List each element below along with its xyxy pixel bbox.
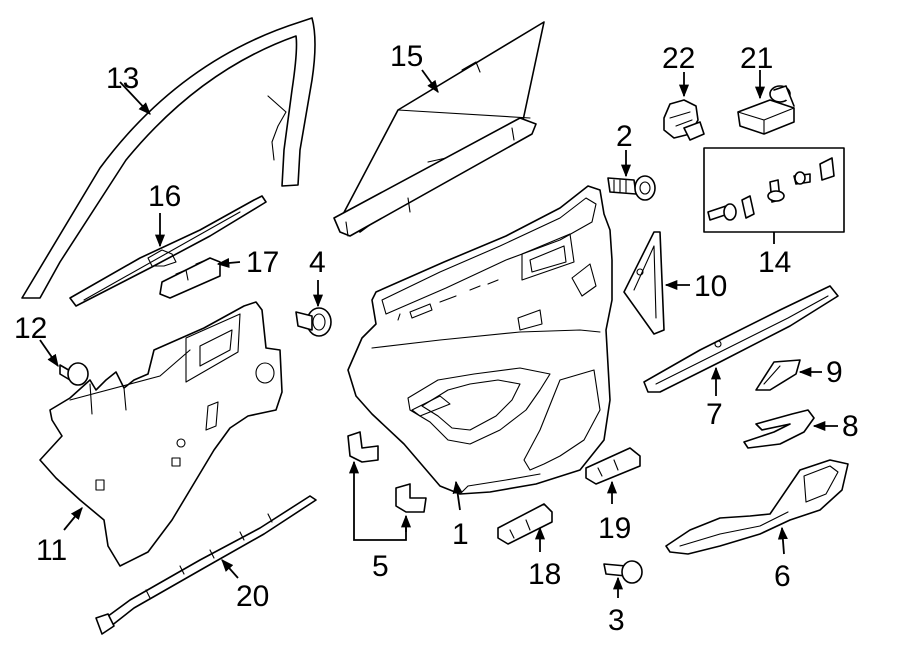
part-8-trim (743, 409, 815, 449)
callout-20: 20 (236, 580, 269, 613)
part-16-belt-strip (69, 195, 267, 307)
callout-13: 13 (106, 62, 139, 95)
callout-16: 16 (148, 180, 181, 213)
part-9-clip (755, 359, 801, 391)
part-6-armrest-handle (665, 459, 849, 555)
leader-1 (452, 480, 463, 511)
leader-15 (421, 69, 439, 94)
callout-10: 10 (694, 270, 727, 303)
callout-8: 8 (842, 410, 859, 443)
callout-15: 15 (390, 40, 423, 73)
part-7-trim-strip (643, 285, 839, 393)
part-19-clip (585, 447, 641, 485)
callout-19: 19 (598, 512, 631, 545)
part-5-clips (347, 431, 427, 513)
part-21-switch (737, 85, 795, 135)
callout-17: 17 (246, 246, 279, 279)
callout-22: 22 (662, 42, 695, 75)
callout-6: 6 (774, 560, 791, 593)
part-4-push-pin (295, 307, 332, 337)
leader-13 (119, 81, 151, 115)
callout-11: 11 (36, 534, 67, 567)
leader-12 (39, 339, 59, 368)
callout-5: 5 (372, 550, 389, 583)
callout-4: 4 (309, 246, 326, 279)
part-2-bolt (607, 175, 656, 201)
callout-18: 18 (528, 558, 561, 591)
callout-9: 9 (826, 356, 843, 389)
callout-21: 21 (740, 42, 773, 75)
part-10-trim-piece (623, 231, 665, 335)
callout-1: 1 (452, 518, 469, 551)
part-11-insulator-panel (39, 301, 283, 567)
callout-12: 12 (14, 312, 47, 345)
leader-11 (63, 507, 83, 531)
leader-6 (777, 526, 788, 555)
part-12-push-pin (59, 362, 89, 386)
leader-20 (221, 559, 239, 579)
part-20-wiring-harness (95, 495, 317, 635)
part-22-sensor (663, 99, 705, 141)
callout-labels: 13 15 16 17 4 12 11 20 22 21 2 14 10 9 7… (14, 40, 859, 637)
leader-lines (39, 69, 838, 598)
part-15-sunshade (333, 21, 545, 237)
part-13-window-channel (21, 17, 316, 299)
callout-14: 14 (758, 246, 791, 279)
leader-17 (216, 257, 241, 268)
callout-7: 7 (706, 398, 723, 431)
part-18-clip (497, 503, 553, 545)
callout-3: 3 (608, 604, 625, 637)
part-14-hardware-kit (703, 147, 845, 233)
part-1-door-trim-panel (347, 185, 613, 495)
callout-2: 2 (616, 120, 633, 153)
part-3-screw (603, 560, 643, 584)
part-17-clip (159, 257, 221, 299)
